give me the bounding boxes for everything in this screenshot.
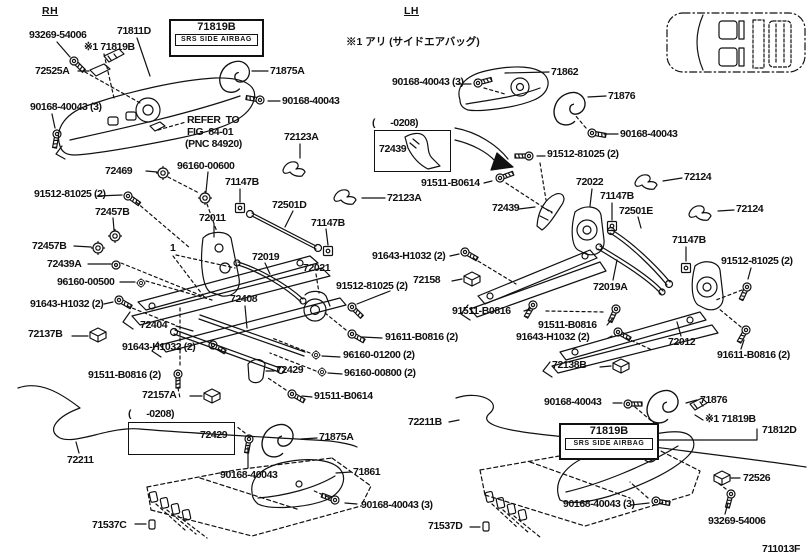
part-label: 71147B bbox=[600, 190, 634, 202]
part-label: 90168-40043 (3) bbox=[392, 76, 464, 88]
rh-header: RH bbox=[42, 5, 59, 17]
part-label: 72469 bbox=[105, 165, 133, 177]
part-label: 96160-00500 bbox=[57, 276, 115, 288]
part-label: 91611-B0816 (2) bbox=[717, 349, 790, 361]
part-label: 90168-40043 (3) bbox=[563, 498, 635, 510]
airbag-box-part-number: 71819B bbox=[589, 425, 629, 437]
refer-note-line1: REFER TO bbox=[187, 114, 240, 126]
part-label: 91643-H1032 (2) bbox=[372, 250, 446, 262]
part-label: 72123A bbox=[387, 192, 422, 204]
option-box-72429 bbox=[128, 422, 235, 455]
part-label: 71812D bbox=[762, 424, 797, 436]
option-box-72439 bbox=[374, 130, 451, 172]
part-label: 90168-40043 bbox=[620, 128, 678, 140]
part-label: 72124 bbox=[684, 171, 712, 183]
part-label: 72525A bbox=[35, 65, 70, 77]
part-label: 72012 bbox=[668, 336, 696, 348]
part-label: 91643-H1032 (2) bbox=[122, 341, 196, 353]
part-label: 72158 bbox=[413, 274, 441, 286]
drawing-number: 711013F bbox=[762, 543, 801, 555]
part-label: 93269-54006 bbox=[29, 29, 87, 41]
part-label: 72501E bbox=[619, 205, 653, 217]
part-label: 96160-00800 (2) bbox=[344, 367, 416, 379]
part-label: 91511-B0816 (2) bbox=[88, 369, 161, 381]
part-label: 1 bbox=[170, 242, 176, 254]
airbag-box-lh: 71819B SRS SIDE AIRBAG bbox=[559, 423, 659, 460]
part-label: 91512-81025 (2) bbox=[547, 148, 619, 160]
part-label: 71861 bbox=[353, 466, 381, 478]
part-label: 93269-54006 bbox=[708, 515, 766, 527]
part-label: 71876 bbox=[608, 90, 636, 102]
refer-note-line2: FIG 84-01 bbox=[187, 126, 234, 138]
part-label: 71811D bbox=[117, 25, 151, 37]
part-label: 91511-B0816 bbox=[538, 319, 597, 331]
part-label: 72138B bbox=[552, 359, 587, 371]
part-label: 71862 bbox=[551, 66, 579, 78]
part-label: 71876 bbox=[700, 394, 728, 406]
part-label: 72157A bbox=[142, 389, 177, 401]
airbag-box-part-number: 71819B bbox=[197, 21, 236, 33]
lh-header: LH bbox=[404, 5, 419, 17]
part-label: 71147B bbox=[672, 234, 706, 246]
part-label: 72137B bbox=[28, 328, 63, 340]
part-label: 91511-B0816 bbox=[452, 305, 511, 317]
part-label: ( -0208) bbox=[128, 408, 175, 420]
airbag-box-rh: 71819B SRS SIDE AIRBAG bbox=[169, 19, 264, 57]
part-label: 72019A bbox=[593, 281, 628, 293]
part-label: 91512-81025 (2) bbox=[336, 280, 408, 292]
part-label: 72439A bbox=[47, 258, 82, 270]
part-label: 72408 bbox=[230, 293, 258, 305]
part-label: 72211B bbox=[408, 416, 442, 428]
part-label: 72439 bbox=[379, 143, 407, 155]
part-label: 90168-40043 bbox=[220, 469, 278, 481]
part-label: 72457B bbox=[95, 206, 130, 218]
refer-note-line3: (PNC 84920) bbox=[185, 138, 242, 150]
part-label: 91512-81025 (2) bbox=[34, 188, 106, 200]
part-label: ※1 71819B bbox=[84, 41, 135, 53]
part-label: 72011 bbox=[199, 212, 226, 224]
part-label: 72022 bbox=[576, 176, 604, 188]
part-label: 71537D bbox=[428, 520, 463, 532]
part-label: 96160-01200 (2) bbox=[343, 349, 415, 361]
airbag-box-label: SRS SIDE AIRBAG bbox=[175, 34, 258, 46]
airbag-box-label: SRS SIDE AIRBAG bbox=[565, 438, 653, 450]
part-label: 72123A bbox=[284, 131, 319, 143]
part-label: 90168-40043 (3) bbox=[30, 101, 102, 113]
part-label: 91511-B0614 bbox=[421, 177, 480, 189]
part-label: 90168-40043 bbox=[282, 95, 340, 107]
part-label: 72124 bbox=[736, 203, 764, 215]
part-label: ※1 71819B bbox=[705, 413, 756, 425]
part-label: 96160-00600 bbox=[177, 160, 235, 172]
part-label: 71875A bbox=[319, 431, 354, 443]
part-label: 72021 bbox=[303, 262, 331, 274]
part-label: 72501D bbox=[272, 199, 307, 211]
part-label: 72404 bbox=[140, 319, 168, 331]
part-label: 91611-B0816 (2) bbox=[385, 331, 458, 343]
part-label: 72526 bbox=[743, 472, 771, 484]
part-label: 91512-81025 (2) bbox=[721, 255, 793, 267]
part-label: 91643-H1032 (2) bbox=[516, 331, 590, 343]
part-label: 72457B bbox=[32, 240, 67, 252]
part-label: 91643-H1032 (2) bbox=[30, 298, 104, 310]
side-airbag-footnote: ※1 アリ (サイドエアバッグ) bbox=[346, 36, 480, 48]
part-label: 72429 bbox=[276, 364, 304, 376]
part-label: 72429 bbox=[200, 429, 228, 441]
part-label: 71537C bbox=[92, 519, 127, 531]
part-label: 71147B bbox=[311, 217, 345, 229]
part-label: 72439 bbox=[492, 202, 520, 214]
part-label: 72019 bbox=[252, 251, 280, 263]
part-label: 91511-B0614 bbox=[314, 390, 373, 402]
part-label: 90168-40043 bbox=[544, 396, 602, 408]
part-label: 71875A bbox=[270, 65, 305, 77]
part-label: 72211 bbox=[67, 454, 94, 466]
part-label: 71147B bbox=[225, 176, 259, 188]
part-label: ( -0208) bbox=[372, 117, 419, 129]
part-label: 90168-40043 (3) bbox=[361, 499, 433, 511]
